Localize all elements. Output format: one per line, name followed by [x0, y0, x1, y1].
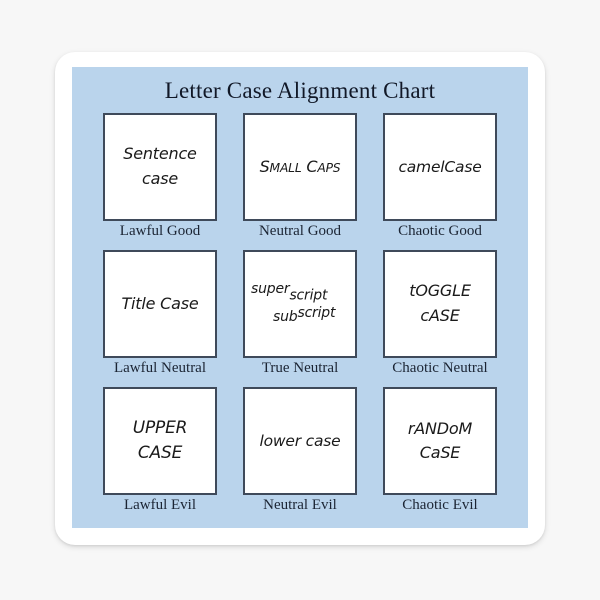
alignment-label-lawful-neutral: Lawful Neutral — [113, 360, 207, 376]
sample-box-lower-case: lower case — [243, 387, 357, 495]
sample-box-camel-case: camelCase — [383, 113, 497, 221]
alignment-cell-neutral-evil: lower case Neutral Evil — [243, 387, 357, 524]
sample-text-toggle-case: tOGGLE cASE — [409, 281, 471, 325]
subscript-tail: script — [297, 305, 336, 322]
alignment-label-chaotic-evil: Chaotic Evil — [402, 497, 478, 513]
chart-panel: Letter Case Alignment Chart Sentence cas… — [72, 67, 528, 528]
alignment-label-neutral-good: Neutral Good — [258, 223, 342, 239]
smallcaps-cap-c: C — [306, 156, 318, 176]
page-title: Letter Case Alignment Chart — [164, 78, 436, 103]
alignment-cell-lawful-evil: UPPER CASE Lawful Evil — [103, 387, 217, 524]
alignment-label-neutral-evil: Neutral Evil — [263, 497, 337, 513]
alignment-label-chaotic-neutral: Chaotic Neutral — [392, 360, 488, 376]
alignment-cell-lawful-neutral: Title Case Lawful Neutral — [103, 250, 217, 387]
alignment-cell-neutral-good: SMALL CAPS Neutral Good — [243, 113, 357, 250]
superscript-base: super — [251, 281, 290, 298]
superscript-line: superscript — [251, 281, 355, 305]
alignment-cell-lawful-good: Sentence case Lawful Good — [103, 113, 217, 250]
sample-text-sentence-case: Sentence case — [123, 144, 197, 188]
sample-box-random-case: rANDoM CaSE — [383, 387, 497, 495]
sample-text-random-case: rANDoM CaSE — [407, 419, 473, 462]
alignment-cell-chaotic-evil: rANDoM CaSE Chaotic Evil — [383, 387, 497, 524]
sample-text-small-caps: SMALL CAPS — [260, 155, 341, 180]
alignment-label-true-neutral: True Neutral — [261, 360, 339, 376]
smallcaps-mall: MALL — [269, 160, 302, 175]
alignment-grid: Sentence case Lawful Good SMALL CAPS Neu… — [103, 113, 497, 524]
alignment-label-lawful-good: Lawful Good — [119, 223, 201, 239]
alignment-label-chaotic-good: Chaotic Good — [398, 223, 482, 239]
smallcaps-aps: APS — [317, 160, 341, 175]
smallcaps-cap-s: S — [259, 156, 270, 176]
superscript-tail: script — [289, 287, 328, 304]
sample-box-title-case: Title Case — [103, 250, 217, 358]
alignment-cell-chaotic-good: camelCase Chaotic Good — [383, 113, 497, 250]
alignment-cell-chaotic-neutral: tOGGLE cASE Chaotic Neutral — [383, 250, 497, 387]
sample-text-lower-case: lower case — [259, 431, 341, 450]
subscript-line: subscript — [251, 305, 355, 327]
sample-box-small-caps: SMALL CAPS — [243, 113, 357, 221]
sample-text-title-case: Title Case — [121, 293, 199, 313]
alignment-label-lawful-evil: Lawful Evil — [123, 497, 197, 513]
sample-box-toggle-case: tOGGLE cASE — [383, 250, 497, 358]
sample-box-upper-case: UPPER CASE — [103, 387, 217, 495]
sticker-card: Letter Case Alignment Chart Sentence cas… — [55, 52, 545, 545]
sample-text-camel-case: camelCase — [398, 157, 482, 176]
sample-text-upper-case: UPPER CASE — [132, 417, 188, 464]
subscript-base: sub — [273, 309, 298, 326]
sample-box-sentence-case: Sentence case — [103, 113, 217, 221]
